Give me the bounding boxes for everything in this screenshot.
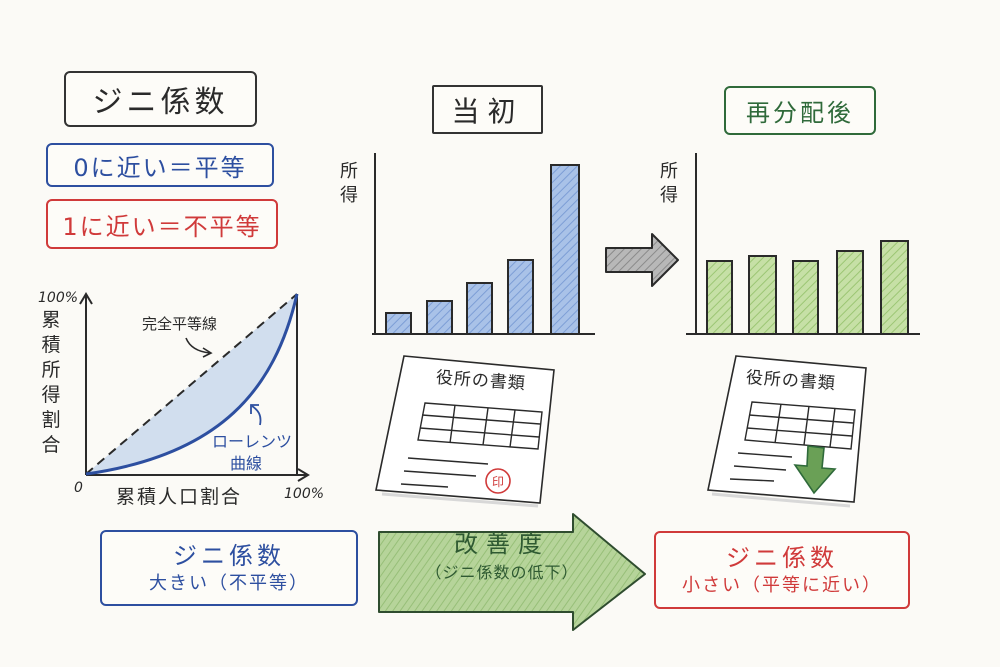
lorenz-y-top-label: 100% [38,290,79,306]
svg-text:印: 印 [492,475,504,489]
gini-title: ジニ係数 [92,85,229,120]
redistribution-arrow-icon [605,233,679,287]
improvement-arrow-icon [378,513,646,631]
equality-line-label: 完全平等線 [142,315,218,333]
lorenz-origin-label: 0 [74,480,83,496]
lorenz-curve-label-1: ローレンツ [212,432,293,451]
lorenz-chart: 100% 累積所得割合 0 累積人口割合 100% 完全平等線 ローレンツ 曲線 [0,0,340,520]
initial-bar-chart [372,153,595,335]
after-document: 役所の書類 [690,352,890,512]
gini-large-sub: 大きい（不平等） [149,573,309,595]
gini-small-main: ジニ係数 [726,543,838,572]
gini-small-box: ジニ係数 小さい（平等に近い） [654,531,910,609]
improvement-main: 改善度 [454,530,550,558]
lorenz-x-axis-label: 累積人口割合 [116,486,243,508]
improvement-sub: （ジニ係数の低下） [425,562,579,582]
gini-large-main: ジニ係数 [173,541,285,570]
lorenz-x-end-label: 100% [284,486,325,502]
near-zero-text: 0に近い＝平等 [73,153,247,182]
after-title: 再分配後 [746,99,854,127]
improvement-text: 改善度 （ジニ係数の低下） [382,528,622,584]
after-title-box: 再分配後 [724,86,876,135]
gini-title-box: ジニ係数 [64,71,257,127]
gini-small-sub: 小さい（平等に近い） [682,575,882,597]
initial-y-axis-label: 所得 [340,161,358,206]
initial-document: 印 役所の書類 [370,348,570,508]
gini-large-box: ジニ係数 大きい（不平等） [100,530,358,606]
lorenz-y-axis-label: 累積所得割合 [41,309,61,456]
after-y-axis-label: 所得 [660,161,678,206]
stamp-icon [485,468,511,494]
document-icon [707,355,867,508]
lorenz-chart-graphic [79,292,310,482]
near-zero-box: 0に近い＝平等 [46,143,274,187]
initial-title-box: 当初 [432,85,543,134]
document-icon: 印 [375,355,555,508]
after-bar-chart [686,153,920,335]
near-one-box: 1に近い＝不平等 [46,199,278,249]
decrease-arrow-icon [793,445,837,495]
near-one-text: 1に近い＝不平等 [62,212,262,241]
initial-title: 当初 [451,94,524,128]
lorenz-curve-label-2: 曲線 [230,454,263,473]
